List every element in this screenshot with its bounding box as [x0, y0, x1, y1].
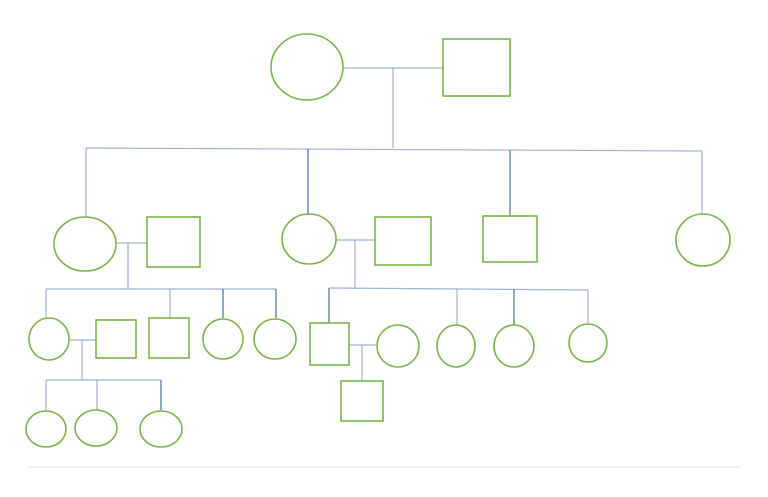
male-node-gen3-2[interactable]: [148, 317, 190, 359]
female-node-gen2-1[interactable]: [53, 216, 117, 272]
male-node-gen4-4[interactable]: [340, 380, 384, 422]
female-node-gen4-2[interactable]: [74, 409, 118, 447]
female-node-gen3-4[interactable]: [253, 318, 297, 360]
female-node-gen2-2[interactable]: [281, 213, 337, 265]
female-node-gen3-6[interactable]: [376, 324, 420, 368]
female-node-gen2-4[interactable]: [675, 213, 731, 267]
female-node-gen3-8[interactable]: [493, 324, 535, 368]
female-node-gen3-9[interactable]: [568, 323, 608, 363]
female-node-gen3-1[interactable]: [28, 317, 70, 361]
male-node-gen1[interactable]: [442, 38, 511, 97]
male-node-gen2-2[interactable]: [374, 216, 432, 266]
connector-lines: [45, 67, 703, 411]
female-node-gen1[interactable]: [270, 33, 344, 101]
male-node-gen3-1[interactable]: [95, 319, 137, 359]
male-node-gen2-3[interactable]: [482, 215, 538, 263]
sibling-line-gen2: [85, 147, 703, 152]
female-node-gen3-7[interactable]: [436, 324, 476, 368]
female-node-gen4-1[interactable]: [25, 410, 67, 448]
female-node-gen3-3[interactable]: [202, 318, 244, 360]
person-nodes: [25, 33, 731, 448]
male-node-gen2-1[interactable]: [146, 216, 201, 268]
male-node-gen3-5[interactable]: [309, 322, 350, 366]
sibling-line-gen3-right: [328, 287, 589, 291]
female-node-gen4-3[interactable]: [139, 410, 183, 448]
